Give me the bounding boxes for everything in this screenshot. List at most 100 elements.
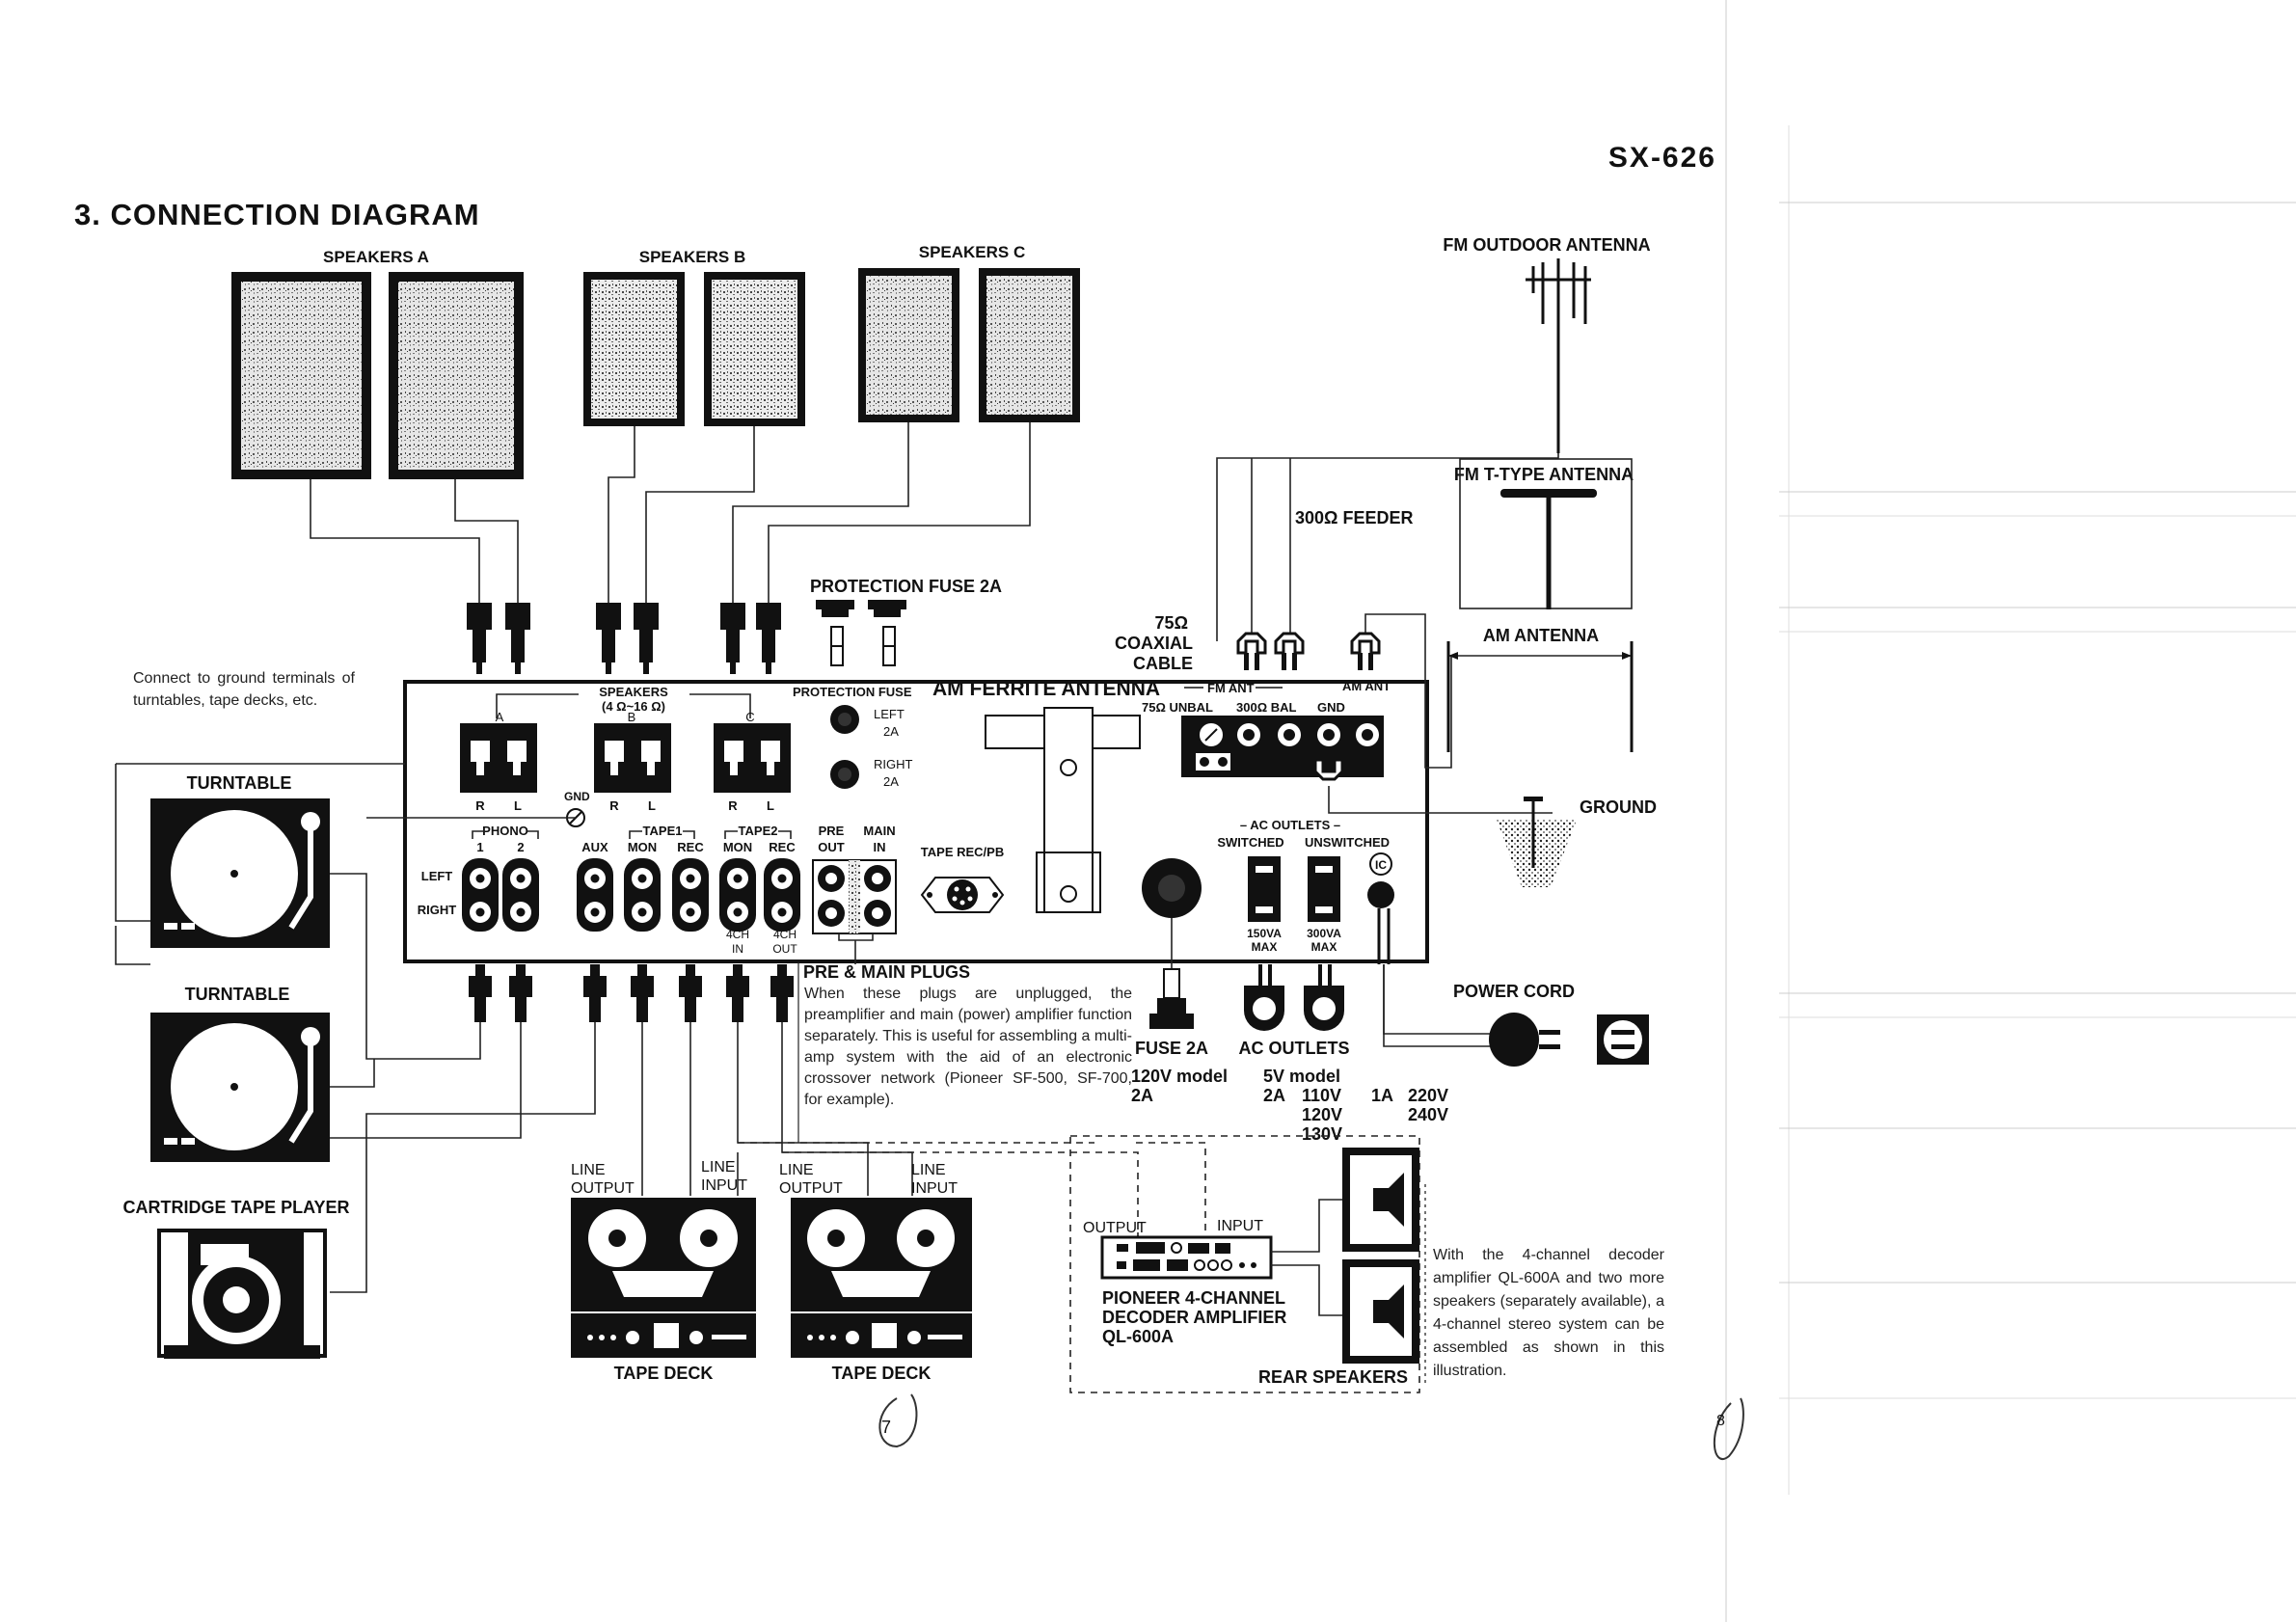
speakers-impedance: (4 Ω~16 Ω) xyxy=(602,699,665,714)
jack-pin xyxy=(733,907,743,917)
svg-text:2A: 2A xyxy=(883,724,899,739)
svg-text:AM ANT: AM ANT xyxy=(1342,679,1391,693)
fm-t-type-antenna: FM T-TYPE ANTENNA xyxy=(1454,458,1634,609)
svg-text:IC: IC xyxy=(1375,858,1387,872)
svg-text:TAPE DECK: TAPE DECK xyxy=(832,1364,932,1383)
svg-text:1: 1 xyxy=(476,840,483,854)
terminal-c[interactable]: R L xyxy=(714,723,791,813)
svg-text:R: R xyxy=(728,798,738,813)
am-ferrite-label: AM FERRITE ANTENNA xyxy=(932,678,1160,700)
svg-text:150VA: 150VA xyxy=(1247,927,1282,940)
svg-text:PRE: PRE xyxy=(819,824,845,838)
protection-fuse-label: PROTECTION FUSE 2A xyxy=(810,577,1002,596)
speaker-wires xyxy=(310,422,1031,603)
svg-text:L: L xyxy=(767,798,774,813)
svg-text:IN: IN xyxy=(732,942,743,956)
svg-text:AC OUTLETS: AC OUTLETS xyxy=(1239,1039,1350,1058)
svg-text:TAPE DECK: TAPE DECK xyxy=(614,1364,714,1383)
speakers-terminal-label: SPEAKERS xyxy=(599,685,668,699)
terminal-b[interactable]: R L xyxy=(594,723,671,813)
svg-text:INPUT: INPUT xyxy=(701,1177,747,1194)
svg-text:L: L xyxy=(648,798,656,813)
svg-text:R: R xyxy=(609,798,619,813)
jack-pin xyxy=(516,874,526,883)
pre-main-text: When these plugs are unplugged, the prea… xyxy=(804,986,1132,1108)
term-a-label: A xyxy=(496,710,504,724)
page-edge-marks xyxy=(1725,0,2296,1622)
tape-deck-2: LINE OUTPUT LINE INPUT TAPE DECK xyxy=(779,1162,972,1383)
svg-text:DECODER AMPLIFIER: DECODER AMPLIFIER xyxy=(1102,1308,1286,1327)
protection-fuses: PROTECTION FUSE 2A xyxy=(810,577,1002,666)
decoder-note: With the 4-channel decoder amplifier QL-… xyxy=(1433,1247,1664,1379)
svg-text:75Ω: 75Ω xyxy=(1155,613,1188,633)
pre-main-jumpers[interactable] xyxy=(812,859,897,964)
antenna-terminals: FM ANT AM ANT 75Ω UNBAL 300Ω BAL GND xyxy=(1142,679,1391,777)
speakers-c: SPEAKERS C xyxy=(858,243,1080,422)
svg-text:CABLE: CABLE xyxy=(1133,654,1193,673)
svg-text:2: 2 xyxy=(517,840,524,854)
svg-text:LEFT: LEFT xyxy=(874,707,905,721)
terminal-a[interactable]: R L xyxy=(460,723,537,813)
svg-text:75Ω UNBAL: 75Ω UNBAL xyxy=(1142,700,1213,715)
svg-text:TURNTABLE: TURNTABLE xyxy=(187,773,292,793)
svg-text:MON: MON xyxy=(628,840,657,854)
svg-text:FM OUTDOOR ANTENNA: FM OUTDOOR ANTENNA xyxy=(1443,235,1650,255)
tape-rec-pb-socket[interactable]: TAPE REC/PB xyxy=(920,845,1005,913)
power-section: FUSE 2A AC OUTLETS 120V model 2A 5V mode… xyxy=(1131,908,1649,1144)
handwritten-marks: 7 8 xyxy=(878,1393,1744,1460)
svg-text:FM ANT: FM ANT xyxy=(1207,681,1255,695)
term-b-label: B xyxy=(628,710,636,724)
svg-text:MAX: MAX xyxy=(1311,940,1337,954)
jack-pin xyxy=(686,907,695,917)
fuse-right[interactable]: RIGHT 2A xyxy=(830,757,913,789)
svg-text:GROUND: GROUND xyxy=(1580,797,1657,817)
svg-text:110V: 110V xyxy=(1302,1086,1341,1105)
svg-text:OUT: OUT xyxy=(772,942,797,956)
panel-protection-fuse: PROTECTION FUSE xyxy=(793,685,912,699)
svg-text:UNSWITCHED: UNSWITCHED xyxy=(1305,835,1390,850)
svg-text:130V: 130V xyxy=(1302,1124,1342,1144)
am-ferrite-antenna: AM FERRITE ANTENNA xyxy=(932,678,1160,913)
svg-text:REC: REC xyxy=(769,840,796,854)
svg-text:OUTPUT: OUTPUT xyxy=(779,1180,843,1197)
jack-pin xyxy=(475,874,485,883)
tape-deck-1: LINE OUTPUT LINE INPUT TAPE DECK xyxy=(571,1159,756,1383)
svg-text:INPUT: INPUT xyxy=(1217,1218,1263,1234)
svg-text:MAX: MAX xyxy=(1252,940,1278,954)
svg-text:240V: 240V xyxy=(1408,1105,1448,1124)
speakers-b-label: SPEAKERS B xyxy=(639,248,746,266)
svg-text:8: 8 xyxy=(1716,1413,1725,1429)
svg-text:LEFT: LEFT xyxy=(421,869,453,883)
svg-text:2A: 2A xyxy=(1263,1086,1285,1105)
jack-pin xyxy=(637,907,647,917)
fuse-holder[interactable] xyxy=(1142,858,1202,918)
fuse-left[interactable]: LEFT 2A xyxy=(830,705,905,739)
cartridge-tape-player: CARTRIDGE TAPE PLAYER xyxy=(122,1198,350,1359)
jack-pin xyxy=(637,874,647,883)
svg-text:CARTRIDGE TAPE PLAYER: CARTRIDGE TAPE PLAYER xyxy=(122,1198,349,1217)
svg-text:INPUT: INPUT xyxy=(911,1180,958,1197)
jack-pin xyxy=(590,907,600,917)
speakers-a: SPEAKERS A xyxy=(231,248,524,479)
svg-text:MON: MON xyxy=(723,840,752,854)
svg-text:MAIN: MAIN xyxy=(863,824,895,838)
antenna-wires xyxy=(1216,453,1559,769)
svg-text:2A: 2A xyxy=(1131,1086,1153,1105)
svg-text:FUSE 2A: FUSE 2A xyxy=(1135,1039,1208,1058)
jack-pin xyxy=(733,874,743,883)
svg-text:OUTPUT: OUTPUT xyxy=(571,1180,635,1197)
coax-label: 75Ω COAXIAL CABLE xyxy=(1115,613,1193,673)
source-wires xyxy=(115,764,596,1293)
svg-text:REC: REC xyxy=(677,840,704,854)
svg-text:LINE: LINE xyxy=(701,1159,736,1176)
term-c-label: C xyxy=(745,710,754,724)
svg-text:7: 7 xyxy=(881,1418,891,1437)
svg-text:LINE: LINE xyxy=(779,1162,814,1178)
svg-text:AUX: AUX xyxy=(581,840,608,854)
model-number: SX-626 xyxy=(1608,142,1716,174)
svg-text:220V: 220V xyxy=(1408,1086,1448,1105)
fm-outdoor-antenna: FM OUTDOOR ANTENNA xyxy=(1443,235,1651,453)
svg-text:RIGHT: RIGHT xyxy=(874,757,913,771)
svg-text:SWITCHED: SWITCHED xyxy=(1217,835,1283,850)
